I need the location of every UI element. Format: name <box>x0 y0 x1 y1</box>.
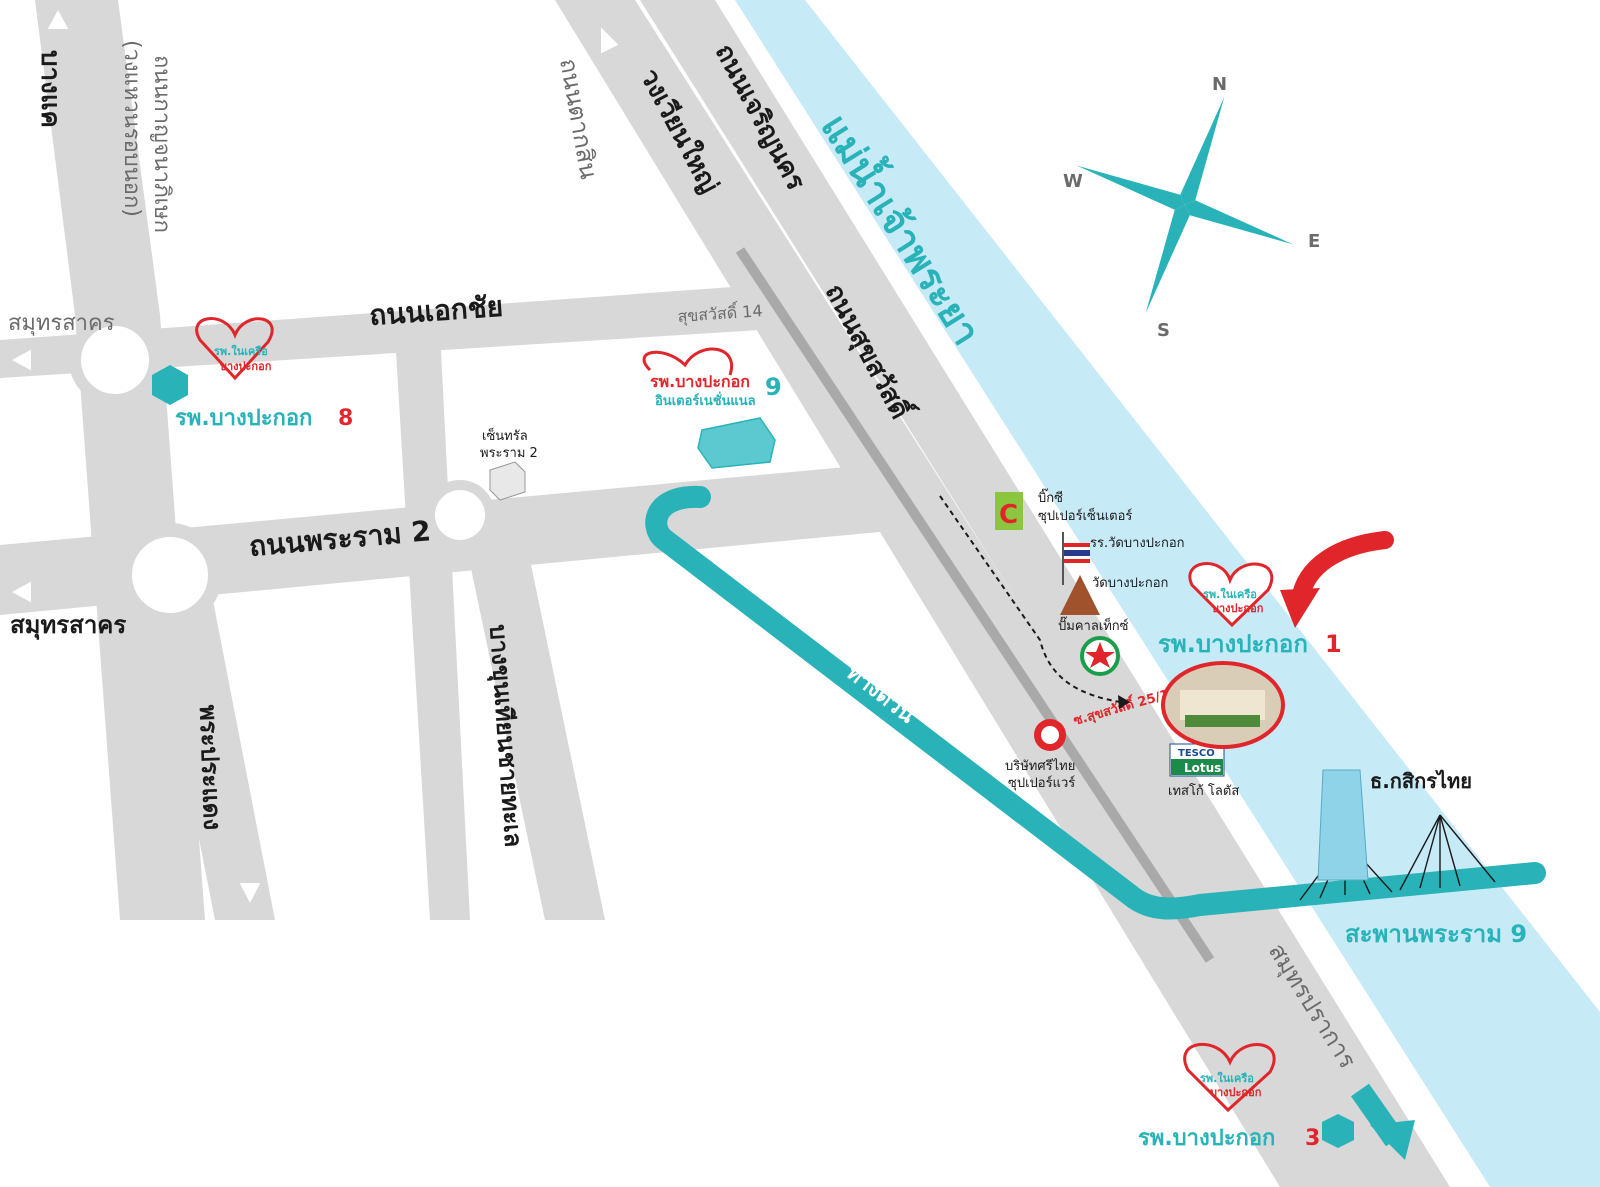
kbank-label: ธ.กสิกรไทย <box>1370 769 1472 793</box>
label-samut-sakhon-bottom: สมุทรสาคร <box>10 611 126 641</box>
tesco-lotus-marker[interactable]: TESCO Lotus เทสโก้ โลตัส <box>1168 743 1239 799</box>
central-line1: เซ็นทรัล <box>482 426 528 444</box>
label-phra-pradaeng: พระประแดง <box>194 704 226 830</box>
hospital-1-marker[interactable]: รพ.ในเครือ บางปะกอก รพ.บางปะกอก 1 <box>1158 531 1394 749</box>
hospital-8-marker[interactable]: รพ.ในเครือ บางปะกอก รพ.บางปะกอก 8 <box>152 317 353 431</box>
road-kanchanaphisek <box>35 0 205 920</box>
label-kanchanaphisek: ถนนกาญจนาภิเษก <box>149 55 174 233</box>
bigc-line2: ซุปเปอร์เซ็นเตอร์ <box>1038 506 1132 524</box>
heart-logo-icon <box>1183 1042 1276 1113</box>
h8-name: รพ.บางปะกอก <box>175 406 312 431</box>
compass-rose <box>1076 96 1294 314</box>
srithai-line1: บริษัทศรีไทย <box>1005 758 1075 774</box>
temple-marker[interactable]: รร.วัดบางปะกอก วัดบางปะกอก <box>1060 532 1185 615</box>
label-samut-sakhon-top: สมุทรสาคร <box>8 311 115 336</box>
compass-e: E <box>1308 231 1320 252</box>
hospital-9-marker[interactable]: รพ.บางปะกอก อินเตอร์เนชั่นแนล 9 <box>642 347 782 469</box>
label-taksin: ถนนตากสิน <box>554 56 603 181</box>
srithai-marker[interactable]: บริษัทศรีไทย ซุปเปอร์แวร์ <box>1005 719 1075 791</box>
h9-logo-line1: รพ.บางปะกอก <box>650 372 750 391</box>
h1-num: 1 <box>1325 630 1342 658</box>
srithai-line2: ซุปเปอร์แวร์ <box>1008 775 1075 791</box>
temple-icon <box>1060 575 1100 615</box>
bigc-logo-c: C <box>999 500 1018 530</box>
building-icon <box>152 365 188 405</box>
central-line2: พระราม 2 <box>480 446 538 461</box>
road-phra-pradaeng <box>150 585 275 920</box>
h8-num: 8 <box>338 406 353 431</box>
expressway-route <box>645 485 1546 920</box>
road-median <box>735 247 1215 963</box>
label-outer-ring: (วงแหวนรอบนอก) <box>119 40 144 217</box>
h1-logo-line2: บางปะกอก <box>1212 602 1264 615</box>
arrow-north-taksin <box>599 22 622 57</box>
tesco-logo-line1: TESCO <box>1178 748 1215 759</box>
temple-label: วัดบางปะกอก <box>1092 576 1168 591</box>
h1-name: รพ.บางปะกอก <box>1158 630 1308 658</box>
h3-num: 3 <box>1305 1126 1320 1151</box>
arrow-north-kanchanaphisek <box>44 5 72 31</box>
building-icon <box>1322 1114 1354 1148</box>
heart-logo-icon <box>1188 562 1274 628</box>
bigc-marker[interactable]: C บิ๊กซี ซุปเปอร์เซ็นเตอร์ <box>995 488 1132 530</box>
caltex-label: ปั๊มคาลเท็กซ์ <box>1058 616 1129 634</box>
tesco-logo-line2: Lotus <box>1184 761 1221 775</box>
h3-logo-line2: บางปะกอก <box>1210 1086 1262 1099</box>
hospital-3-marker[interactable]: รพ.ในเครือ บางปะกอก รพ.บางปะกอก 3 <box>1138 1042 1354 1151</box>
road-inner-vertical <box>395 332 470 920</box>
building-icon <box>489 461 526 501</box>
h8-logo-line1: รพ.ในเครือ <box>214 344 268 358</box>
building-icon <box>697 417 776 469</box>
h3-logo-line1: รพ.ในเครือ <box>1200 1071 1254 1085</box>
compass-s: S <box>1157 320 1170 341</box>
h9-logo-num: 9 <box>765 373 782 401</box>
direction-arrows <box>7 5 622 908</box>
bigc-logo-icon <box>995 492 1023 530</box>
caltex-marker[interactable]: ปั๊มคาลเท็กซ์ <box>1058 616 1129 676</box>
expressway-south-arrow <box>1370 1120 1415 1160</box>
arrow-south-phra-pradaeng <box>236 881 264 908</box>
h1-logo-line1: รพ.ในเครือ <box>1203 587 1257 601</box>
tesco-label: เทสโก้ โลตัส <box>1168 783 1239 799</box>
route-arrowhead <box>1118 695 1130 709</box>
road-bang-khun-thian <box>465 536 605 920</box>
arrow-west-samut-sakhon-bottom <box>7 578 33 606</box>
h9-logo-line2: อินเตอร์เนชั่นแนล <box>655 391 756 409</box>
h8-logo-line2: บางปะกอก <box>220 360 272 373</box>
h3-name: รพ.บางปะกอก <box>1138 1126 1275 1151</box>
expressway <box>645 485 1546 920</box>
label-rama9-bridge: สะพานพระราม 9 <box>1345 920 1527 948</box>
school-label: รร.วัดบางปะกอก <box>1090 536 1185 551</box>
bigc-line1: บิ๊กซี <box>1038 488 1063 506</box>
roundabout-kanchanaphisek-rama2 <box>118 523 222 627</box>
compass-w: W <box>1063 171 1083 192</box>
compass-n: N <box>1212 74 1227 95</box>
arrow-west-samut-sakhon-top <box>7 346 33 374</box>
roundabout-kanchanaphisek-ekkachai <box>69 314 161 406</box>
road-ekkachai <box>0 285 760 378</box>
heart-logo-icon <box>195 317 274 381</box>
roundabout-rama2-inner <box>425 480 495 550</box>
label-bang-khae: บางแค <box>35 50 65 128</box>
heart-logo-icon <box>642 347 734 376</box>
central-rama2-marker[interactable]: เซ็นทรัล พระราม 2 <box>480 426 538 501</box>
kbank-tower <box>1317 769 1369 881</box>
